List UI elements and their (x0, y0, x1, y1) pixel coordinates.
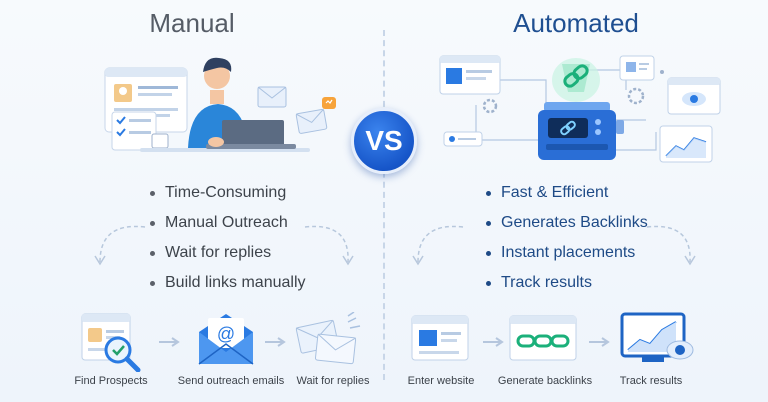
center-divider (383, 30, 385, 380)
step-caption-find-prospects: Find Prospects (74, 375, 148, 387)
arrow-right-icon (589, 337, 610, 347)
manual-panel: Manual (0, 0, 384, 402)
bullet-dot-icon (486, 220, 491, 226)
envelopes-waiting-icon (295, 312, 361, 365)
step-caption-enter-website: Enter website (407, 375, 475, 387)
manual-bullet-text: Wait for replies (165, 244, 272, 261)
automated-bullet: Instant placements (486, 238, 648, 268)
automated-illustration (439, 55, 721, 163)
automated-bullet-list: Fast & Efficient Generates Backlinks Ins… (486, 178, 648, 298)
website-window-icon (411, 315, 469, 361)
vs-badge: VS (351, 108, 417, 174)
svg-text:@: @ (217, 324, 235, 344)
find-prospects-icon (81, 313, 141, 372)
arrow-right-icon (483, 337, 504, 347)
step-caption-send-outreach: Send outreach emails (177, 375, 285, 387)
backlink-chain-icon (509, 315, 577, 361)
bullet-dot-icon (486, 280, 491, 286)
manual-illustration (104, 57, 336, 152)
manual-title: Manual (149, 8, 235, 38)
manual-left-arc (94, 225, 146, 266)
arrow-right-icon (159, 337, 180, 347)
automated-right-arc (646, 225, 696, 266)
track-results-icon (620, 312, 694, 362)
automated-bullet-text: Fast & Efficient (501, 184, 609, 201)
automated-bullet-text: Instant placements (501, 244, 636, 261)
manual-bullet: Manual Outreach (150, 208, 306, 238)
bullet-dot-icon (150, 190, 155, 196)
bullet-dot-icon (150, 220, 155, 226)
automated-bullet: Fast & Efficient (486, 178, 648, 208)
automated-bullet-text: Generates Backlinks (501, 214, 648, 231)
step-caption-track-results: Track results (619, 375, 683, 387)
manual-right-arc (304, 225, 354, 266)
bullet-dot-icon (486, 250, 491, 256)
manual-bullet: Wait for replies (150, 238, 306, 268)
manual-bullet-list: Time-Consuming Manual Outreach Wait for … (150, 178, 306, 298)
automated-bullet-text: Track results (501, 274, 592, 291)
manual-bullet-text: Manual Outreach (165, 214, 288, 231)
step-caption-generate-backlinks: Generate backlinks (497, 375, 593, 387)
automated-bullet: Generates Backlinks (486, 208, 648, 238)
automated-panel: Automated (384, 0, 768, 402)
bullet-dot-icon (486, 190, 491, 196)
step-caption-wait-replies: Wait for replies (296, 375, 370, 387)
email-icon: @ (198, 314, 254, 365)
bullet-dot-icon (150, 280, 155, 286)
manual-bullet: Time-Consuming (150, 178, 306, 208)
manual-bullet: Build links manually (150, 268, 306, 298)
manual-bullet-text: Time-Consuming (165, 184, 287, 201)
automated-left-arc (412, 225, 464, 266)
automated-title: Automated (513, 8, 639, 38)
arrow-right-icon (265, 337, 286, 347)
automated-bullet: Track results (486, 268, 648, 298)
bullet-dot-icon (150, 250, 155, 256)
manual-bullet-text: Build links manually (165, 274, 306, 291)
